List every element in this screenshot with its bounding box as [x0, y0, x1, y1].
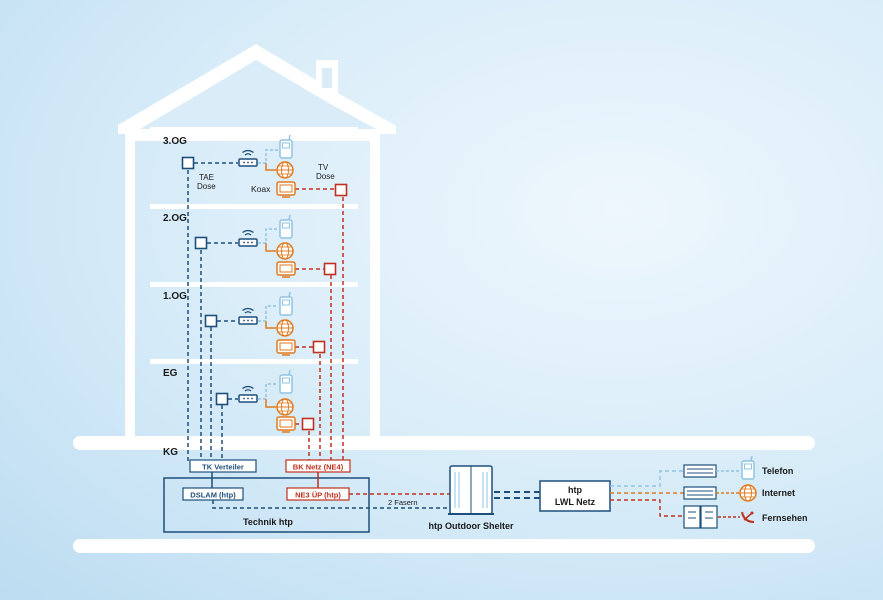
- phone-icon: [279, 291, 293, 316]
- bk-netz-label: BK Netz (NE4): [293, 463, 344, 472]
- tv-dose-icon: [301, 417, 315, 431]
- floor-label: 2.OG: [163, 213, 187, 224]
- fernsehen-line: [610, 499, 684, 517]
- tk-verteiler-label: TK Verteiler: [202, 463, 244, 472]
- ne3-up-label: NE3 ÜP (htp): [295, 491, 341, 500]
- floor-slab: [150, 204, 358, 209]
- telefon-label: Telefon: [762, 466, 793, 476]
- floor-slab: [150, 127, 358, 132]
- tae-label-2: Dose: [197, 182, 216, 191]
- floor-slab: [150, 282, 358, 287]
- fasern-label: 2 Fasern: [388, 498, 418, 507]
- tv-icon: [276, 181, 296, 198]
- phone-icon: [279, 214, 293, 239]
- phone-icon: [279, 369, 293, 394]
- globe-icon: [276, 319, 294, 337]
- tv-headend-icon: [683, 505, 718, 529]
- tv-dose-icon: [312, 340, 326, 354]
- tv-dose-icon: [334, 183, 348, 197]
- tae-dose-icon: [215, 392, 229, 406]
- wifi-router-icon: [238, 307, 258, 325]
- internet-server-icon: [683, 486, 717, 500]
- globe-icon: [276, 242, 294, 260]
- floor-2og-devices: [207, 228, 324, 270]
- tk-verteiler-box: [189, 459, 257, 473]
- wifi-router-icon: [238, 149, 258, 167]
- tae-risers: [187, 170, 223, 461]
- internet-icon: [739, 484, 757, 502]
- floor-eg-devices: [228, 383, 302, 425]
- wifi-router-icon: [238, 385, 258, 403]
- floor-1og-devices: [217, 305, 313, 348]
- technik-label: Technik htp: [243, 517, 293, 527]
- chimney: [322, 68, 332, 88]
- floor-slab: [150, 359, 358, 364]
- technik-box: [163, 477, 370, 533]
- tv-dose-label: TV: [318, 163, 329, 172]
- dslam-fiber: [212, 500, 455, 509]
- tv-icon: [276, 416, 296, 433]
- floor-slab: [150, 436, 358, 441]
- tae-dose-icon: [194, 236, 208, 250]
- roof-inner: [140, 60, 376, 129]
- fernsehen-label: Fernsehen: [762, 513, 808, 523]
- tv-icon: [276, 339, 296, 356]
- tae-dose-icon: [181, 156, 195, 170]
- lwl-label-1: htp: [568, 485, 582, 495]
- telefon-server-icon: [683, 464, 717, 478]
- floor-label: KG: [163, 447, 178, 458]
- lwl-label-2: LWL Netz: [555, 497, 596, 507]
- tv-dose-label-2: Dose: [316, 172, 335, 181]
- telefon-icon: [741, 455, 755, 480]
- globe-icon: [276, 161, 294, 179]
- shelter-label: htp Outdoor Shelter: [429, 521, 514, 531]
- tae-label: TAE: [199, 173, 214, 182]
- koax-label: Koax: [251, 184, 271, 194]
- wifi-router-icon: [238, 229, 258, 247]
- tv-icon: [276, 261, 296, 278]
- lwl-netz-box: [539, 480, 611, 512]
- outdoor-shelter-icon: [448, 465, 494, 515]
- telefon-line: [610, 470, 684, 487]
- base-line: [73, 539, 815, 553]
- tae-dose-icon: [204, 314, 218, 328]
- floor-label: 3.OG: [163, 136, 187, 147]
- dslam-label: DSLAM (htp): [190, 491, 236, 500]
- floor-label: 1.OG: [163, 291, 187, 302]
- satellite-dish-icon: [741, 511, 755, 523]
- globe-icon: [276, 398, 294, 416]
- floor-3og-devices: [194, 149, 335, 190]
- floor-label: EG: [163, 368, 178, 379]
- internet-label: Internet: [762, 488, 795, 498]
- tv-risers: [308, 197, 344, 461]
- tv-dose-icon: [323, 262, 337, 276]
